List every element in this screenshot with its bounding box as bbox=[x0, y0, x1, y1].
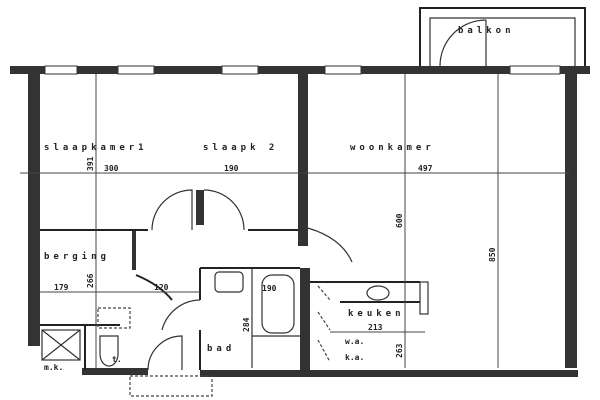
dim-bad-depth: 284 bbox=[242, 317, 251, 332]
kitchen-sink-icon bbox=[366, 285, 390, 301]
room-label-slaapkamer1: slaapkamer1 bbox=[44, 143, 148, 153]
dim-sk1-depth: 391 bbox=[86, 156, 95, 171]
doors bbox=[129, 189, 353, 397]
room-label-woonkamer: woonkamer bbox=[350, 143, 435, 153]
balcony bbox=[419, 7, 586, 67]
dim-hall-width: 120 bbox=[154, 283, 169, 292]
label-t: t. bbox=[112, 355, 122, 364]
dim-woon-depth: 850 bbox=[488, 247, 497, 262]
dim-berging-width: 179 bbox=[54, 283, 69, 292]
room-label-keuken: keuken bbox=[348, 309, 405, 319]
dim-berging-depth: 266 bbox=[86, 273, 95, 288]
bathtub-icon bbox=[261, 274, 295, 334]
sink-icon bbox=[214, 271, 244, 293]
room-label-berging: berging bbox=[44, 251, 110, 262]
dim-bad-width: 190 bbox=[262, 284, 277, 293]
meter-cupboard-icon bbox=[41, 329, 81, 361]
dimension-lines bbox=[20, 74, 570, 368]
interior-walls bbox=[40, 229, 429, 370]
windows bbox=[44, 65, 561, 75]
dim-sk2-width: 190 bbox=[224, 164, 239, 173]
dim-woon-depth-inner: 600 bbox=[395, 213, 404, 228]
label-wa: w.a. bbox=[345, 337, 364, 346]
walls bbox=[10, 66, 590, 377]
toilet-icon bbox=[99, 335, 119, 367]
room-label-slaapk2: slaapk 2 bbox=[203, 143, 278, 153]
dim-keuken-depth: 263 bbox=[395, 343, 404, 358]
room-label-balkon: balkon bbox=[458, 26, 515, 36]
dim-keuken-width: 213 bbox=[368, 323, 383, 332]
dim-woon-width: 497 bbox=[418, 164, 433, 173]
room-label-bad: bad bbox=[207, 344, 235, 354]
fixtures bbox=[41, 268, 390, 368]
label-ka: k.a. bbox=[345, 353, 364, 362]
label-mk: m.k. bbox=[44, 363, 63, 372]
dim-sk1-width: 300 bbox=[104, 164, 119, 173]
